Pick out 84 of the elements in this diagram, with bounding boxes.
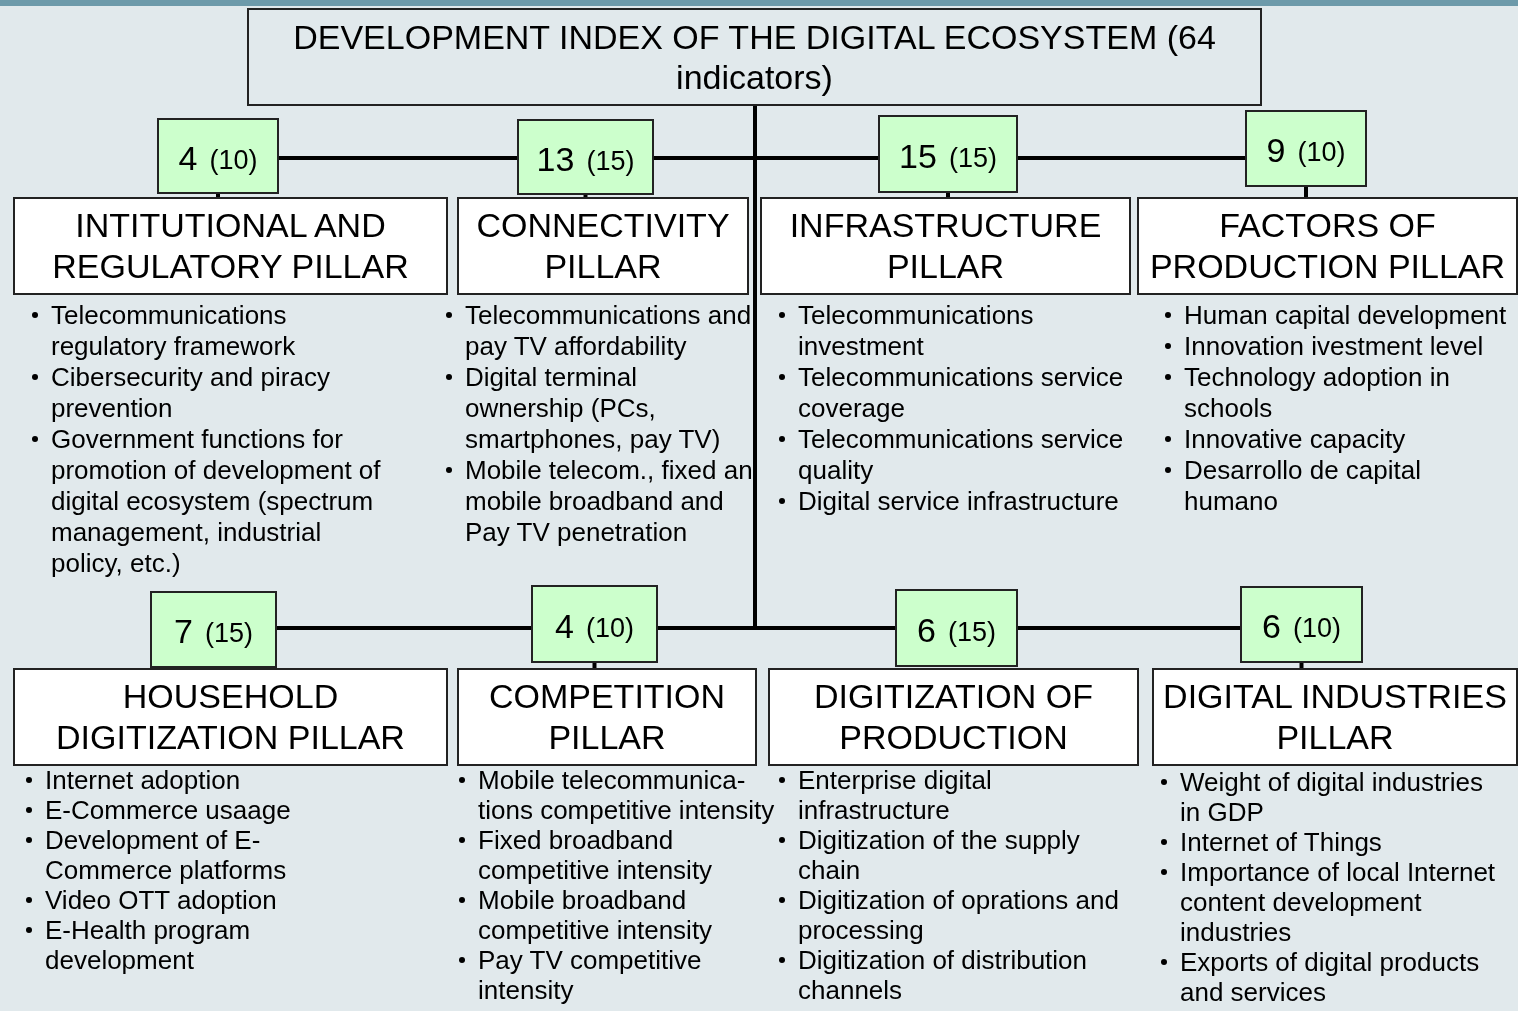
pillar-box: [13, 668, 448, 766]
pillar-title: INTITUTIONAL AND REGULATORY PILLAR: [51, 205, 410, 287]
indicator-count: 4: [178, 137, 198, 179]
bullet-text: Desarrollo de capital humano: [1184, 455, 1422, 517]
bullet-text: E-Health program development: [45, 915, 252, 975]
bullet-text: Video OTT adoption: [45, 885, 277, 915]
connector-line: [1304, 187, 1308, 197]
bullet-text: Importance of local Internet content development industries: [1180, 857, 1497, 947]
pillar-title: COMPETITION PILLAR: [487, 676, 727, 758]
indicator-count: 6: [1262, 606, 1281, 647]
count-box: [531, 585, 658, 663]
indicator-max: (15): [947, 615, 996, 649]
bullet-text: Enterprise digital infrastructure: [798, 765, 993, 825]
indicator-max: (15): [586, 144, 635, 178]
bullet-text: Internet adoption: [45, 765, 241, 795]
bullet-text: Mobile telecom., fixed an mobile broadband and Pay TV penetration: [465, 455, 754, 548]
indicator-max: (15): [948, 141, 997, 175]
bullet-text: Internet of Things: [1180, 827, 1382, 857]
count-box: [150, 591, 277, 668]
bullet-text: Telecommunications service quality: [798, 424, 1125, 486]
bullet-text: Weight of digital industries in GDP: [1180, 767, 1484, 827]
count-box: [157, 118, 279, 194]
bullet-text: Digital service infrastructure: [798, 486, 1119, 517]
indicator-count: 9: [1266, 130, 1286, 171]
connector-line: [1018, 156, 1245, 160]
connector-line: [277, 626, 531, 630]
title-text: DEVELOPMENT INDEX OF THE DIGITAL ECOSYSTEM (64 indicators): [292, 17, 1217, 97]
pillar-title: HOUSEHOLD DIGITIZATION PILLAR: [55, 676, 406, 758]
connector-line: [1299, 663, 1304, 668]
bullet-text: Telecommunications service coverage: [798, 362, 1125, 424]
pillar-title: DIGITIZATION OF PRODUCTION: [813, 676, 1094, 758]
bullet-text: Telecommunications investment: [798, 300, 1035, 362]
connector-line: [583, 195, 588, 197]
bullet-text: Innovative capacity: [1184, 424, 1406, 455]
bullet-text: Technology adoption in schools: [1184, 362, 1451, 424]
bullet-text: Mobile telecommunica-tions competitive intensity: [478, 765, 776, 825]
bullet-text: Cibersecurity and piracy prevention: [51, 362, 331, 424]
connector-line: [1018, 626, 1240, 630]
pillar-title: DIGITAL INDUSTRIES PILLAR: [1162, 676, 1508, 758]
pillar-box: [13, 197, 448, 295]
connector-line: [279, 156, 517, 160]
bullet-text: Telecommunications and pay TV affordability: [465, 300, 753, 362]
pillar-box: [1152, 668, 1518, 766]
bullet-text: Fixed broadband competitive intensity: [478, 825, 714, 885]
bullet-text: Digitization of the supply chain: [798, 825, 1081, 885]
pillar-box: [1137, 197, 1518, 295]
count-box: [1240, 586, 1363, 663]
indicator-count: 13: [536, 138, 575, 180]
pillar-title: INFRASTRUCTURE PILLAR: [788, 205, 1103, 287]
indicator-max: (10): [585, 611, 634, 645]
count-box: [517, 119, 654, 195]
indicator-count: 7: [174, 611, 193, 652]
bullet-text: Digitization of distribution channels: [798, 945, 1089, 1005]
count-box: [878, 115, 1018, 193]
indicator-count: 15: [899, 135, 937, 177]
bullet-text: Telecommunications regulatory framework: [51, 300, 297, 362]
bullet-text: Mobile broadband competitive intensity: [478, 885, 714, 945]
indicator-max: (10): [1292, 612, 1341, 646]
pillar-box: [457, 197, 749, 295]
bullet-text: Human capital development: [1184, 300, 1507, 331]
bullet-text: Development of E-Commerce platforms: [45, 825, 288, 885]
bullet-text: E-Commerce usaage: [45, 795, 291, 825]
bullet-text: Digital terminal ownership (PCs, smartphones, pay TV): [465, 362, 722, 455]
connector-line: [946, 193, 950, 197]
bullet-text: Digitization of oprations and processing: [798, 885, 1120, 945]
bullet-text: Government functions for promotion of development of digital ecosystem (spectrum management, industrial policy, etc.): [51, 424, 382, 579]
pillar-box: [760, 197, 1131, 295]
pillar-box: [457, 668, 757, 766]
count-box: [895, 589, 1018, 667]
pillar-title: FACTORS OF PRODUCTION PILLAR: [1148, 205, 1507, 287]
count-box: [1245, 110, 1367, 187]
bullet-text: Pay TV competitive intensity: [478, 945, 703, 1005]
title-box: [247, 8, 1262, 106]
indicator-count: 4: [555, 605, 574, 647]
indicator-max: (15): [204, 617, 253, 651]
pillar-box: [768, 668, 1139, 766]
pillar-title: CONNECTIVITY PILLAR: [475, 205, 731, 287]
bullet-text: Innovation ivestment level: [1184, 331, 1484, 362]
indicator-count: 6: [917, 609, 936, 651]
connector-line: [592, 663, 597, 668]
indicator-max: (10): [1297, 136, 1346, 170]
bullet-text: Exports of digital products and services: [1180, 947, 1481, 1007]
connector-line: [216, 194, 220, 197]
indicator-max: (10): [209, 143, 258, 177]
